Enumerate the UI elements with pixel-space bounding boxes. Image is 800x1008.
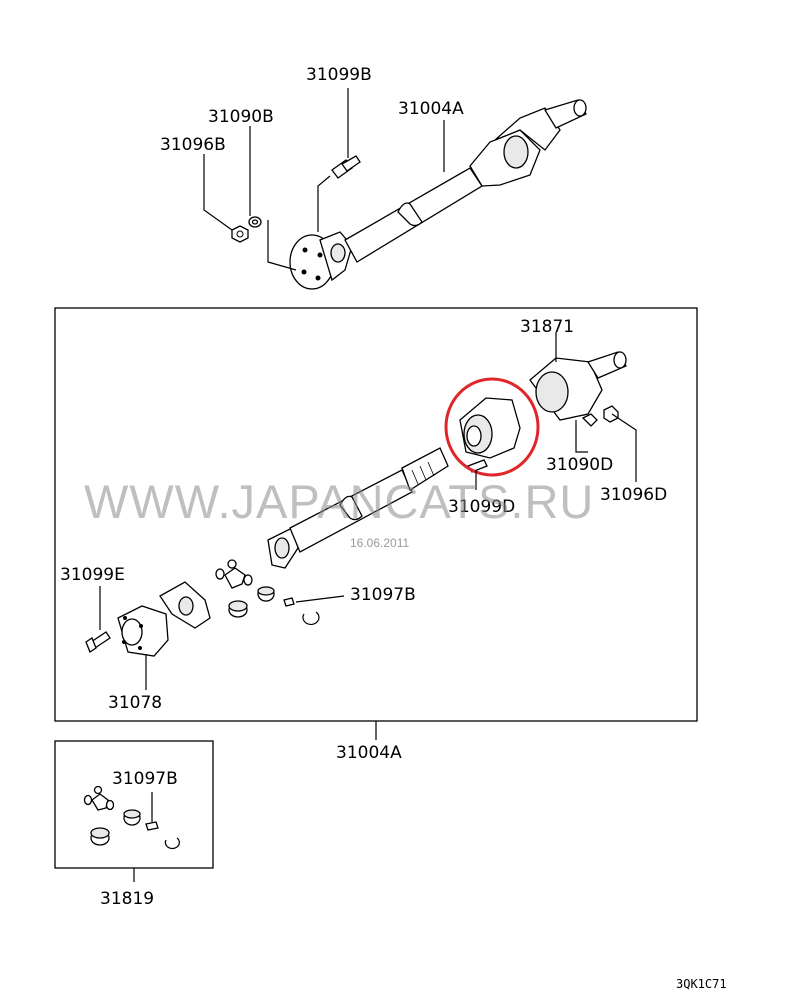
label-31099E: 31099E [60, 565, 125, 585]
main-universal-joint-parts [85, 559, 320, 657]
main-exploded-shaft [267, 351, 627, 569]
diagram-code: 3QK1C71 [676, 977, 727, 991]
kit-parts [83, 785, 180, 850]
top-propeller-shaft [289, 99, 587, 290]
label-31097B-main: 31097B [350, 585, 416, 605]
label-31819: 31819 [100, 889, 154, 909]
label-31096B: 31096B [160, 135, 226, 155]
main-leaders [99, 332, 637, 740]
kit-leaders [133, 792, 153, 882]
top-leaders [203, 88, 445, 271]
label-31099D: 31099D [448, 497, 515, 517]
label-31871: 31871 [520, 317, 574, 337]
label-31090B: 31090B [208, 107, 274, 127]
label-31004A-bottom: 31004A [336, 743, 402, 763]
label-31078: 31078 [108, 693, 162, 713]
watermark-date: 16.06.2011 [350, 536, 409, 550]
kit-frame [54, 740, 214, 869]
watermark: WWW.JAPANCATS.RU [84, 475, 594, 528]
label-31097B-kit: 31097B [112, 769, 178, 789]
label-31004A-top: 31004A [398, 99, 464, 119]
label-31099B-top: 31099B [306, 65, 372, 85]
top-hardware [231, 155, 361, 243]
highlight-circle [444, 377, 540, 477]
label-31090D: 31090D [546, 455, 613, 475]
label-31096D: 31096D [600, 485, 667, 505]
